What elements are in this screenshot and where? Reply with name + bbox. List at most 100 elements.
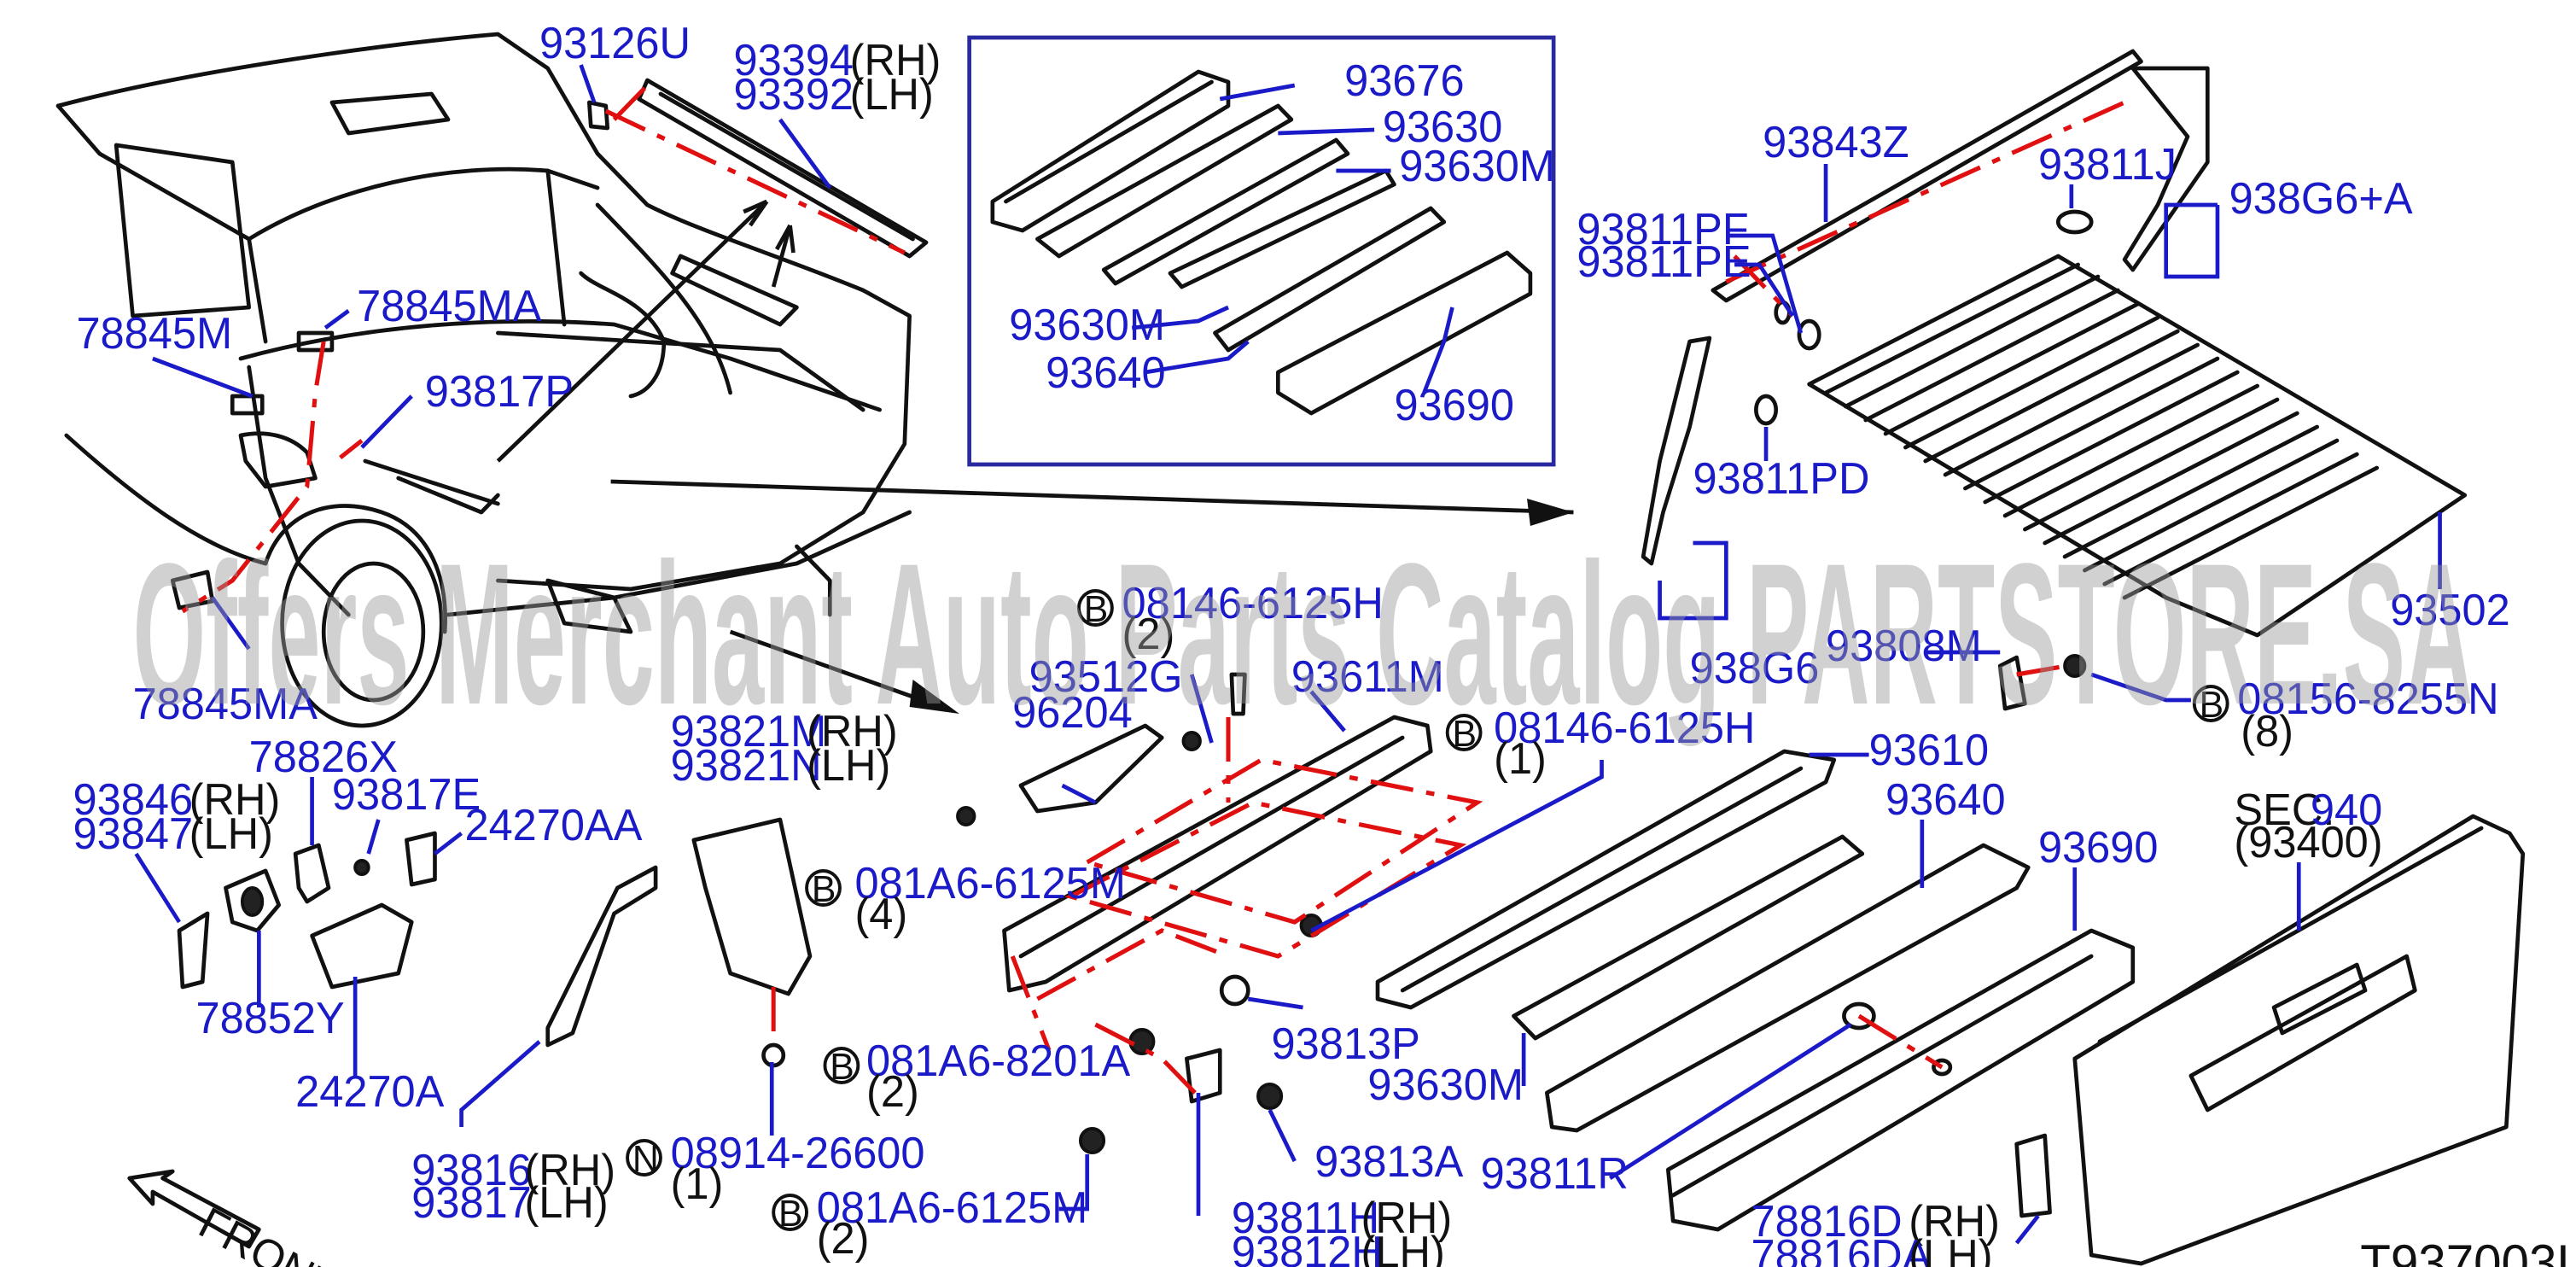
label-93821M: 93821M	[671, 706, 827, 756]
label-938G6: 938G6	[1690, 643, 1820, 692]
label-93808M: 93808M	[1826, 621, 1982, 670]
label-78816D: 78816D	[1751, 1196, 1903, 1246]
label-93640-inset: 93640	[1046, 347, 1166, 397]
truck-bed-illustration	[55, 32, 912, 728]
sec-sub: (93400)	[2234, 817, 2382, 867]
label-93811J: 93811J	[2038, 139, 2177, 189]
label-24270A: 24270A	[295, 1066, 445, 1116]
label-93690: 93690	[2038, 822, 2159, 872]
rail-93630M	[1512, 834, 1865, 1041]
label-93611M: 93611M	[1291, 651, 1444, 701]
side-lh-93817: (LH)	[524, 1177, 608, 1227]
label-93813P: 93813P	[1272, 1019, 1420, 1068]
rail-93640	[1545, 843, 2031, 1133]
side-rh-93394: (RH)	[850, 35, 941, 85]
side-rh-93846: (RH)	[189, 774, 281, 824]
label-08146-6125H-a: 08146-6125H	[1122, 578, 1384, 628]
label-93817E: 93817E	[332, 769, 481, 819]
small-parts-left	[177, 817, 813, 1068]
circle-markers: B B B B N B B	[626, 588, 2229, 1235]
label-78816DA: 78816DA	[1751, 1230, 1932, 1267]
sec-number: 940	[2311, 785, 2382, 834]
label-93843Z: 93843Z	[1763, 117, 1909, 166]
label-93812H: 93812H	[1232, 1227, 1383, 1267]
front-arrow: FRONT	[127, 1169, 345, 1267]
side-rh-93811H: (RH)	[1361, 1193, 1453, 1242]
pointer-arrows	[496, 199, 1574, 714]
label-08914-26600: 08914-26600	[671, 1128, 925, 1177]
side-lh-93821N: (LH)	[807, 740, 890, 790]
label-78852Y: 78852Y	[195, 993, 344, 1042]
qty-1-a: (1)	[671, 1159, 724, 1208]
qty-8: (8)	[2241, 706, 2293, 756]
label-78845M: 78845M	[76, 308, 232, 358]
circle-n-1: N	[632, 1138, 659, 1180]
label-938G6A: 938G6+A	[2229, 173, 2414, 223]
circle-b-5: B	[778, 1193, 803, 1235]
qty-2-c: (2)	[1122, 609, 1175, 658]
label-78826X: 78826X	[249, 732, 398, 781]
label-93813A: 93813A	[1314, 1136, 1464, 1186]
label-93630M-inset-b: 93630M	[1009, 300, 1165, 349]
label-93640: 93640	[1885, 774, 2006, 824]
circle-b-2: B	[1453, 713, 1477, 755]
label-93811PD: 93811PD	[1693, 453, 1869, 503]
circle-b-6: B	[2200, 684, 2224, 726]
label-78845MA-bottom: 78845MA	[133, 679, 318, 728]
label-93811PE: 93811PE	[1576, 236, 1751, 286]
label-24270AA: 24270AA	[464, 800, 643, 850]
label-081A6-6125M-a: 081A6-6125M	[854, 858, 1126, 908]
watermark: Offers Merchant Auto Parts Catalog PARTS…	[133, 522, 2474, 747]
label-93846: 93846	[73, 774, 194, 824]
side-lh-93392: (LH)	[850, 69, 934, 119]
side-lh-78816DA: (LH)	[1909, 1230, 1992, 1267]
label-08146-6125H-b: 08146-6125H	[1494, 703, 1755, 752]
rail-93690	[1665, 928, 2136, 1232]
qty-2-a: (2)	[866, 1066, 919, 1116]
label-081A6-6125M-b: 081A6-6125M	[817, 1182, 1088, 1232]
label-93811PF: 93811PF	[1576, 204, 1748, 254]
label-93630M-inset-a: 93630M	[1399, 141, 1555, 190]
label-93392: 93392	[734, 69, 854, 119]
label-93126U: 93126U	[539, 18, 691, 67]
mid-rail-93611M	[956, 672, 1433, 1154]
label-93821N: 93821N	[671, 740, 822, 790]
side-rh-93816: (RH)	[524, 1145, 615, 1194]
label-93512G: 93512G	[1029, 651, 1183, 701]
part-labels: 93126U 93394 (RH) 93392 (LH) 78845MA 788…	[73, 18, 2510, 1267]
tailgate	[2072, 814, 2526, 1266]
label-93630: 93630	[1383, 102, 1503, 151]
sec-label: SEC.	[2234, 785, 2334, 834]
label-93811H: 93811H	[1232, 1193, 1379, 1242]
side-lh-93847: (LH)	[189, 809, 273, 858]
inset-box	[967, 35, 1556, 467]
side-rh-78816D: (RH)	[1909, 1196, 2000, 1246]
label-93811R: 93811R	[1481, 1148, 1629, 1198]
label-93394: 93394	[734, 35, 854, 85]
label-93676: 93676	[1344, 55, 1465, 105]
label-93817: 93817	[411, 1177, 532, 1227]
circle-b-3: B	[812, 868, 836, 910]
leader-lines	[134, 64, 2442, 1245]
side-rh-93821M: (RH)	[807, 706, 898, 756]
front-label: FRONT	[191, 1198, 345, 1267]
label-93502: 93502	[2390, 585, 2510, 634]
label-93690-inset: 93690	[1394, 380, 1514, 429]
qty-4: (4)	[854, 889, 907, 938]
label-93847: 93847	[73, 809, 194, 858]
circle-b-1: B	[1084, 588, 1109, 630]
diagram-code: T937003L	[2360, 1234, 2576, 1267]
rail-93610	[1375, 749, 1837, 1010]
label-08156-8255N: 08156-8255N	[2237, 674, 2498, 723]
qty-1-b: (1)	[1494, 733, 1547, 783]
side-lh-93812H: (LH)	[1361, 1227, 1445, 1267]
circle-b-4: B	[830, 1046, 854, 1088]
label-78845MA-top: 78845MA	[357, 281, 542, 330]
label-96204: 96204	[1012, 687, 1133, 737]
label-93816: 93816	[411, 1145, 532, 1194]
label-93610: 93610	[1869, 725, 1990, 774]
label-081A6-8201A: 081A6-8201A	[866, 1036, 1131, 1085]
qty-2-b: (2)	[817, 1213, 870, 1263]
label-93817P: 93817P	[425, 366, 574, 416]
